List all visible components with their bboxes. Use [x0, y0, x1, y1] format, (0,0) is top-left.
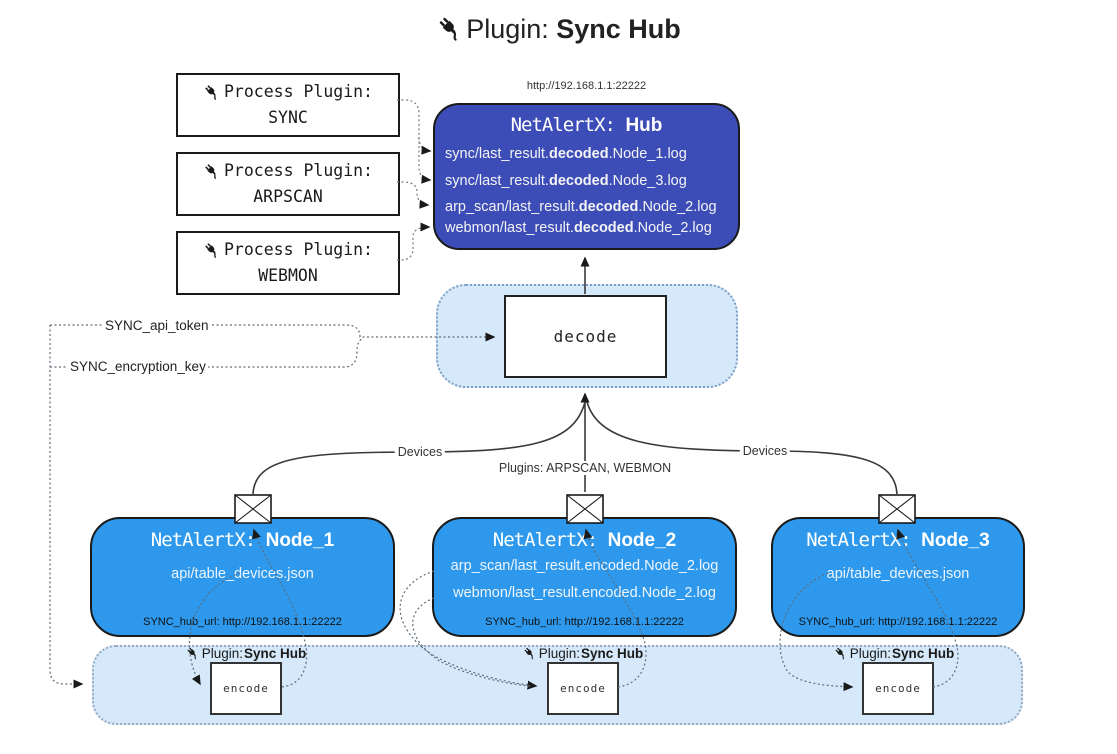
envelope-icon — [878, 494, 916, 524]
hub-box: NetAlertX: Hub sync/last_result.decoded.… — [433, 103, 740, 250]
encode-box-3: encode — [862, 662, 934, 715]
node-title: NetAlertX: Node_1 — [150, 529, 335, 551]
encode-band-label-3: Plugin: Sync Hub — [834, 646, 954, 661]
node-title: NetAlertX: Node_2 — [492, 529, 677, 551]
process-plugin-sync: Process Plugin: SYNC — [176, 73, 400, 137]
plug-icon — [834, 646, 849, 661]
process-plugin-name: WEBMON — [258, 266, 318, 285]
edge-sync-to-hub-1 — [397, 99, 432, 155]
plug-icon — [203, 162, 222, 181]
process-plugin-arpscan: Process Plugin: ARPSCAN — [176, 152, 400, 216]
node-title: NetAlertX: Node_3 — [806, 529, 990, 551]
node-file-line: webmon/last_result.encoded.Node_2.log — [453, 585, 716, 601]
hub-log-row: sync/last_result.decoded.Node_1.log — [445, 146, 687, 162]
process-plugin-name: SYNC — [268, 108, 308, 127]
plug-icon — [523, 646, 538, 661]
plug-icon — [203, 83, 222, 102]
node-file-line: api/table_devices.json — [171, 566, 314, 582]
edge-key-to-encode-band — [49, 325, 84, 689]
node-2-box: NetAlertX: Node_2 arp_scan/last_result.e… — [432, 517, 737, 637]
plug-icon — [186, 646, 201, 661]
process-plugin-label: Process Plugin: — [223, 240, 373, 260]
devices-left-label: Devices — [394, 445, 446, 459]
process-plugin-label: Process Plugin: — [223, 82, 373, 102]
plug-icon — [203, 241, 222, 260]
node-hub-url: SYNC_hub_url: http://192.168.1.1:22222 — [485, 616, 684, 628]
hub-title: NetAlertX: Hub — [435, 114, 738, 137]
page-title-name: Sync Hub — [556, 14, 681, 44]
hub-url-label: http://192.168.1.1:22222 — [526, 80, 647, 92]
decode-box: decode — [504, 295, 667, 378]
page-title: Plugin: Sync Hub — [0, 14, 1117, 45]
hub-log-row: webmon/last_result.decoded.Node_2.log — [445, 220, 712, 236]
hub-title-name: Hub — [625, 115, 663, 136]
node-3-box: NetAlertX: Node_3 api/table_devices.json… — [771, 517, 1025, 637]
node-1-box: NetAlertX: Node_1 api/table_devices.json… — [90, 517, 395, 637]
encode-band-label-1: Plugin: Sync Hub — [186, 646, 306, 661]
process-plugin-label: Process Plugin: — [223, 161, 373, 181]
node-file-line: arp_scan/last_result.encoded.Node_2.log — [450, 558, 719, 574]
hub-log-row: arp_scan/last_result.decoded.Node_2.log — [445, 199, 717, 215]
plugins-mid-label: Plugins: ARPSCAN, WEBMON — [495, 461, 675, 475]
encode-box-2: encode — [547, 662, 619, 715]
edge-webmon-to-hub — [397, 222, 431, 261]
process-plugin-name: ARPSCAN — [253, 187, 323, 206]
envelope-icon — [566, 494, 604, 524]
edge-arpscan-to-hub — [397, 181, 430, 209]
hub-title-prefix: NetAlertX: — [510, 114, 626, 136]
decode-label: decode — [553, 327, 618, 346]
node-file-line: api/table_devices.json — [826, 566, 970, 582]
node-hub-url: SYNC_hub_url: http://192.168.1.1:22222 — [143, 616, 342, 628]
edge-sync-to-hub-2 — [418, 137, 432, 184]
hub-log-row: sync/last_result.decoded.Node_3.log — [445, 173, 687, 189]
page-title-prefix: Plugin: — [466, 14, 557, 44]
encode-box-1: encode — [210, 662, 282, 715]
plug-icon — [436, 14, 466, 44]
process-plugin-webmon: Process Plugin: WEBMON — [176, 231, 400, 295]
devices-right-label: Devices — [739, 444, 791, 458]
envelope-icon — [234, 494, 272, 524]
sync-api-token-label: SYNC_api_token — [103, 318, 211, 333]
encode-band-label-2: Plugin: Sync Hub — [523, 646, 643, 661]
node-hub-url: SYNC_hub_url: http://192.168.1.1:22222 — [798, 616, 998, 628]
sync-encryption-key-label: SYNC_encryption_key — [68, 359, 208, 374]
